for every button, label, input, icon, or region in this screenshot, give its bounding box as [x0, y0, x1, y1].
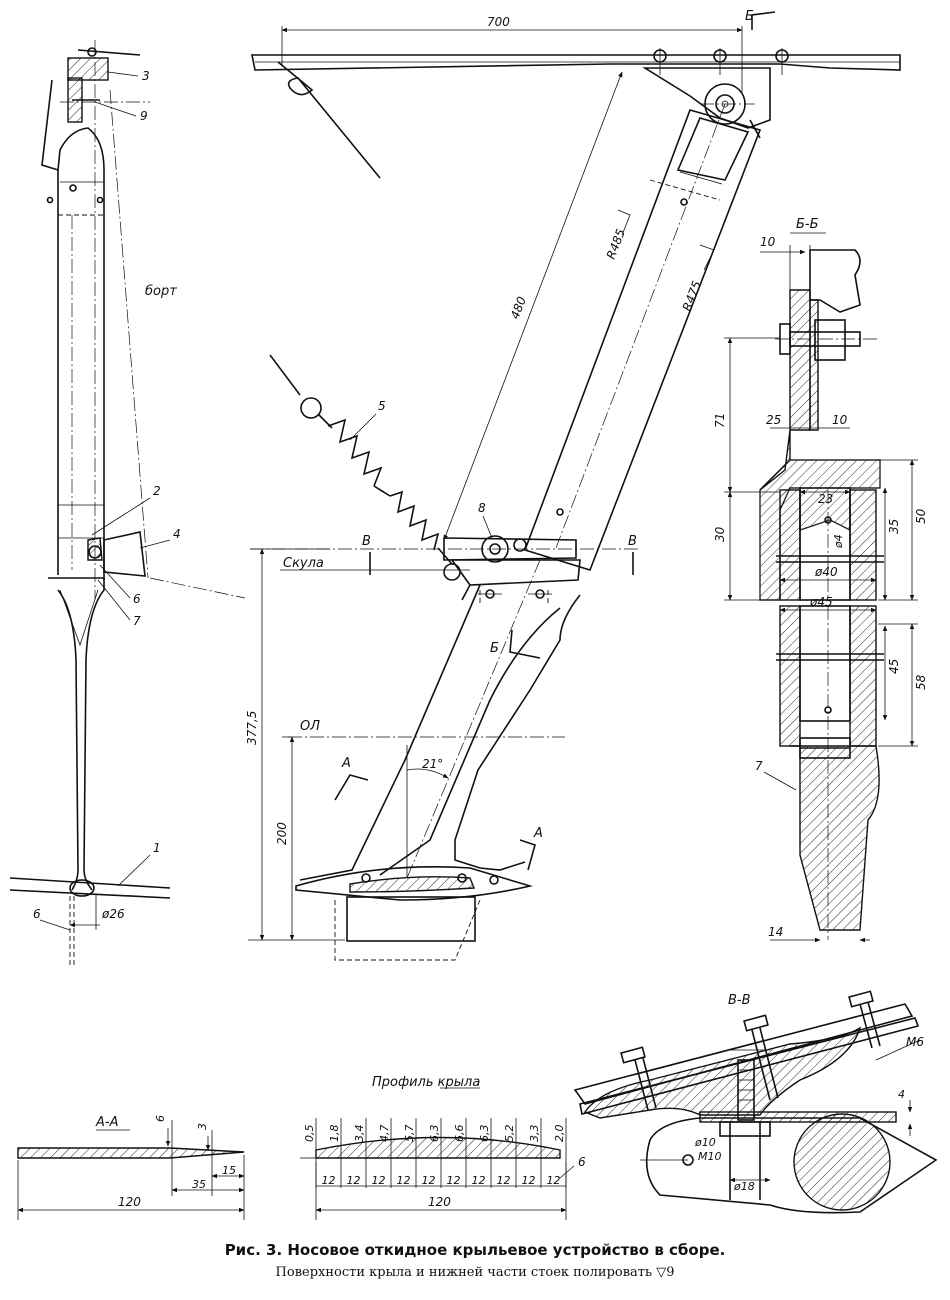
- dim-diameter-26: ø26: [101, 907, 125, 921]
- profile-total-120: 120: [428, 1195, 451, 1209]
- cut-label-a-right: А: [533, 826, 543, 841]
- dim-d4: ø4: [832, 534, 845, 549]
- cut-label-b-top: Б: [745, 9, 754, 24]
- profile-thickness-label: 5,7: [403, 1125, 416, 1143]
- dim-200: 200: [275, 822, 289, 845]
- part-label-2: 2: [153, 484, 161, 498]
- technical-drawing: 3 9 борт 2 4 6 7 1 ø26 6: [9, 9, 938, 1220]
- side-view: [9, 40, 246, 965]
- part-label-7: 7: [133, 614, 141, 628]
- label-bort: борт: [145, 284, 177, 299]
- profile-station-label: 12: [522, 1174, 536, 1187]
- dim-aa-3: 3: [196, 1123, 209, 1130]
- cut-label-v-right: В: [628, 534, 637, 549]
- dim-bb-10b: 10: [832, 413, 848, 427]
- part-label-6c: 6: [578, 1155, 586, 1169]
- dim-14: 14: [768, 925, 783, 939]
- section-title-aa: А-А: [95, 1115, 118, 1130]
- part-label-6: 6: [133, 592, 141, 606]
- profile-thickness-label: 6,3: [428, 1125, 441, 1143]
- label-skula: Скула: [283, 556, 324, 571]
- figure-caption-title: Рис. 3. Носовое откидное крыльевое устро…: [224, 1241, 726, 1259]
- profile-station-label: 12: [422, 1174, 436, 1187]
- profile-station-label: 12: [322, 1174, 336, 1187]
- dim-aa-15: 15: [222, 1164, 236, 1177]
- dim-25: 25: [766, 413, 781, 427]
- dim-30: 30: [713, 526, 727, 542]
- section-bb: [724, 232, 918, 943]
- angle-21: 21°: [422, 757, 443, 771]
- dim-377: 377,5: [245, 711, 259, 745]
- wing-profile: [300, 1087, 567, 1220]
- section-aa: [17, 1120, 245, 1220]
- dim-35: 35: [887, 519, 901, 534]
- section-vv: [573, 990, 938, 1214]
- dim-45: 45: [887, 659, 901, 674]
- cut-label-v-left: В: [362, 534, 371, 549]
- dim-d40: ø40: [814, 565, 838, 579]
- dim-aa-35: 35: [192, 1178, 206, 1191]
- dim-aa-6: 6: [154, 1115, 167, 1122]
- dim-480: 480: [508, 294, 529, 321]
- profile-station-label: 12: [397, 1174, 411, 1187]
- cut-label-b-mid: Б: [490, 641, 499, 656]
- part-label-1: 1: [153, 841, 161, 855]
- profile-station-label: 12: [472, 1174, 486, 1187]
- dim-r485: R485: [604, 227, 628, 261]
- part-label-6b: 6: [33, 907, 41, 921]
- profile-thickness-label: 3,3: [528, 1125, 541, 1143]
- dim-aa-120: 120: [118, 1195, 141, 1209]
- dim-m6: М6: [906, 1035, 924, 1049]
- part-label-5: 5: [378, 399, 386, 413]
- label-ol: ОЛ: [300, 719, 320, 734]
- dim-vv-d10: ø10: [694, 1136, 716, 1149]
- dim-50: 50: [914, 508, 928, 524]
- dim-d45: ø45: [809, 595, 833, 609]
- profile-thickness-label: 6,6: [453, 1125, 466, 1143]
- dim-23: 23: [818, 492, 833, 506]
- profile-thickness-label: 6,3: [478, 1125, 491, 1143]
- profile-station-label: 12: [372, 1174, 386, 1187]
- part-label-9: 9: [140, 109, 148, 123]
- profile-thickness-label: 5,2: [503, 1125, 516, 1143]
- main-view: [248, 11, 901, 961]
- dim-58: 58: [914, 674, 928, 690]
- dim-r475: R475: [680, 279, 704, 313]
- profile-thickness-label: 0,5: [303, 1125, 316, 1143]
- part-label-7b: 7: [755, 759, 763, 773]
- dim-bb-10: 10: [760, 235, 776, 249]
- cut-label-a-left: А: [341, 756, 351, 771]
- profile-thickness-label: 1,8: [328, 1125, 341, 1143]
- profile-station-label: 12: [547, 1174, 561, 1187]
- profile-station-label: 12: [347, 1174, 361, 1187]
- dim-vv-d18: ø18: [733, 1180, 755, 1193]
- profile-station-label: 12: [497, 1174, 511, 1187]
- profile-station-label: 12: [447, 1174, 461, 1187]
- figure-caption-note: Поверхности крыла и нижней части стоек п…: [275, 1265, 675, 1280]
- dim-71: 71: [713, 413, 727, 428]
- profile-title: Профиль крыла: [372, 1075, 480, 1090]
- profile-thickness-label: 4,7: [378, 1125, 391, 1143]
- profile-thickness-label: 3,4: [353, 1125, 366, 1143]
- dim-vv-4: 4: [898, 1088, 905, 1101]
- profile-thickness-label: 2,0: [553, 1125, 566, 1143]
- part-label-8: 8: [478, 501, 486, 515]
- dim-700: 700: [487, 15, 510, 29]
- part-label-3: 3: [142, 69, 150, 83]
- part-label-4: 4: [173, 527, 181, 541]
- section-title-bb: Б-Б: [796, 217, 819, 232]
- dim-vv-m10: М10: [698, 1150, 722, 1163]
- section-title-vv: В-В: [728, 993, 751, 1008]
